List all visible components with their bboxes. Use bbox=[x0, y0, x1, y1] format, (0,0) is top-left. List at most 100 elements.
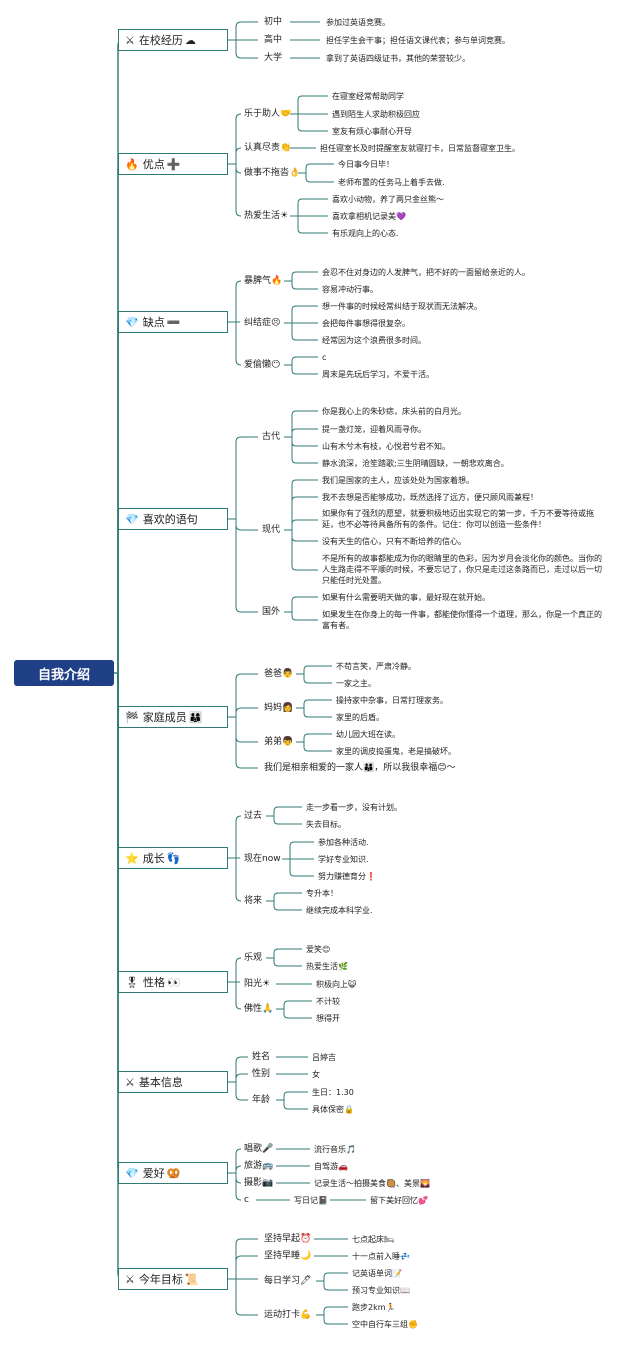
connector-line bbox=[303, 699, 332, 708]
leaf-text: 经常因为这个浪费很多时间。 bbox=[322, 336, 426, 345]
category-personality[interactable]: 🎖性格👀 bbox=[118, 971, 228, 993]
branch-no-procrastination[interactable]: 做事不拖沓👌 bbox=[244, 168, 301, 178]
connector-line bbox=[235, 40, 258, 59]
branch-indecisive[interactable]: 纠结症😣 bbox=[244, 318, 281, 328]
category-basic-info[interactable]: ⚔基本信息 bbox=[118, 1071, 228, 1093]
category-family[interactable]: 🏁家庭成员👨‍👩‍👦 bbox=[118, 706, 228, 728]
category-weaknesses[interactable]: 💎缺点➖ bbox=[118, 311, 228, 333]
branch-now[interactable]: 现在now bbox=[244, 854, 281, 864]
category-label: 爱好 bbox=[142, 1167, 165, 1180]
branch-c[interactable]: c bbox=[244, 1195, 249, 1205]
leaf-text: 喜欢小动物，养了两只金丝熊～ bbox=[332, 195, 444, 204]
branch-easygoing[interactable]: 佛性🙏 bbox=[244, 1004, 274, 1014]
branch-singing[interactable]: 唱歌🎤 bbox=[244, 1144, 274, 1154]
category-yearly-goals[interactable]: ⚔今年目标📜 bbox=[118, 1268, 228, 1290]
branch-gender[interactable]: 性别 bbox=[252, 1069, 271, 1079]
leaf-text: 家里的调皮捣蛋鬼，老是搞破坏。 bbox=[336, 747, 456, 756]
category-hobbies[interactable]: 💎爱好🥨 bbox=[118, 1162, 228, 1184]
branch-responsible[interactable]: 认真尽责👏 bbox=[244, 143, 292, 153]
leaf-text: 我不去想是否能够成功，既然选择了远方，便只顾风雨兼程！ bbox=[322, 493, 538, 502]
branch-lazy[interactable]: 爱偷懒😶 bbox=[244, 360, 281, 370]
connector-line bbox=[235, 957, 242, 982]
root-node[interactable]: 自我介绍 bbox=[14, 660, 114, 686]
pretzel-icon: 🥨 bbox=[166, 1166, 181, 1180]
branch-mom[interactable]: 妈妈👩 bbox=[264, 703, 294, 713]
branch-ancient[interactable]: 古代 bbox=[262, 432, 281, 442]
leaf-text: 周末是先玩后学习，不爱干活。 bbox=[322, 370, 434, 379]
connector-line bbox=[283, 1091, 308, 1100]
leaf-text: 有乐观向上的心态. bbox=[332, 229, 399, 238]
branch-helpful[interactable]: 乐于助人🤝 bbox=[244, 109, 292, 119]
leaf-text: 提一盏灯笼，迎着风雨寻你。 bbox=[322, 425, 426, 434]
branch-age[interactable]: 年龄 bbox=[252, 1095, 271, 1105]
branch-exercise[interactable]: 运动打卡💪 bbox=[264, 1310, 312, 1320]
connector-line bbox=[305, 163, 334, 173]
connector-line bbox=[235, 717, 258, 769]
connector-line bbox=[235, 519, 258, 613]
branch-junior-high[interactable]: 初中 bbox=[264, 17, 283, 27]
leaf-text: 一家之主。 bbox=[336, 679, 376, 688]
category-label: 家庭成员 bbox=[142, 711, 187, 724]
cloud-icon: ☁ bbox=[184, 33, 196, 47]
leaf-text: 跑步2km🏃 bbox=[352, 1303, 396, 1312]
leaf-text: 参加过英语竞赛。 bbox=[326, 18, 390, 27]
branch-senior-high[interactable]: 高中 bbox=[264, 35, 283, 45]
branch-temper[interactable]: 暴脾气🔥 bbox=[244, 276, 283, 286]
category-label: 今年目标 bbox=[138, 1273, 183, 1286]
connector-line bbox=[303, 674, 332, 684]
leaf-text: 女 bbox=[312, 1070, 320, 1079]
branch-love-life[interactable]: 热爱生活☀ bbox=[244, 211, 289, 221]
leaf-text: 流行音乐🎵 bbox=[314, 1145, 356, 1154]
plus-icon: ➕ bbox=[166, 157, 181, 171]
leaf-text: 参加各种活动. bbox=[318, 838, 369, 847]
connector-line bbox=[235, 1173, 242, 1201]
connector-line bbox=[303, 665, 332, 674]
branch-photography[interactable]: 摄影📷 bbox=[244, 1178, 274, 1188]
connector-line bbox=[291, 365, 318, 375]
leaf-text: 喜欢拿相机记录美💜 bbox=[332, 212, 406, 221]
leaf-text: c bbox=[322, 353, 327, 362]
leaf-text: 预习专业知识📖 bbox=[352, 1286, 410, 1295]
connector-line bbox=[235, 1082, 248, 1101]
branch-family-summary[interactable]: 我们是相亲相爱的一家人👨‍👩‍👦，所以我很幸福😊～ bbox=[264, 763, 456, 773]
branch-dad[interactable]: 爸爸👨 bbox=[264, 669, 294, 679]
category-growth[interactable]: ⭐成长👣 bbox=[118, 847, 228, 869]
connector-line bbox=[323, 1281, 348, 1291]
branch-university[interactable]: 大学 bbox=[264, 53, 283, 63]
connector-line bbox=[303, 708, 332, 718]
branch-sunny[interactable]: 阳光☀ bbox=[244, 979, 271, 989]
branch-optimistic[interactable]: 乐观 bbox=[244, 953, 263, 963]
connector-line bbox=[117, 321, 125, 673]
connector-line bbox=[283, 1100, 308, 1110]
branch-past[interactable]: 过去 bbox=[244, 811, 263, 821]
branch-future[interactable]: 将来 bbox=[244, 896, 263, 906]
connector-line bbox=[303, 742, 332, 752]
category-favorite-quotes[interactable]: 💎喜欢的语句 bbox=[118, 508, 228, 530]
branch-brother[interactable]: 弟弟👦 bbox=[264, 737, 294, 747]
connector-line bbox=[235, 982, 242, 1010]
footprints-icon: 👣 bbox=[166, 851, 181, 865]
category-label: 喜欢的语句 bbox=[142, 513, 198, 526]
gem-icon: 💎 bbox=[125, 1166, 139, 1180]
leaf-text: 在寝室经常帮助同学 bbox=[332, 92, 404, 101]
connector-line bbox=[291, 596, 318, 612]
leaf-text: 吕婷吉 bbox=[312, 1053, 336, 1062]
sword-icon: ⚔ bbox=[125, 33, 135, 47]
category-school-experience[interactable]: ⚔在校经历☁ bbox=[118, 29, 228, 51]
branch-early-rise[interactable]: 坚持早起⏰ bbox=[264, 1234, 312, 1244]
branch-daily-study[interactable]: 每日学习🖊 bbox=[264, 1276, 312, 1286]
connector-line bbox=[235, 1238, 258, 1279]
branch-name[interactable]: 姓名 bbox=[252, 1052, 271, 1062]
connector-line bbox=[117, 163, 125, 673]
leaf-text: 七点起床🛏 bbox=[352, 1235, 395, 1244]
gem-icon: 💎 bbox=[125, 315, 139, 329]
connector-line bbox=[291, 612, 318, 621]
connector-line bbox=[291, 437, 318, 464]
leaf-text: 写日记📓 bbox=[294, 1196, 328, 1205]
branch-travel[interactable]: 旅游🚌 bbox=[244, 1161, 274, 1171]
connector-line bbox=[291, 356, 318, 365]
category-strengths[interactable]: 🔥优点➕ bbox=[118, 153, 228, 175]
branch-modern[interactable]: 现代 bbox=[262, 525, 281, 535]
branch-early-sleep[interactable]: 坚持早睡🌙 bbox=[264, 1251, 312, 1261]
branch-foreign[interactable]: 国外 bbox=[262, 607, 281, 617]
